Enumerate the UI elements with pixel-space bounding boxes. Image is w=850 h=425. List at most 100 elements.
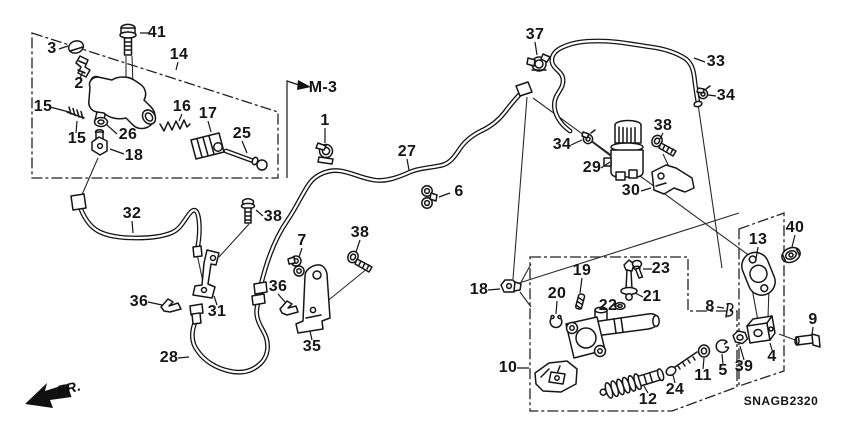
piston-17 [190,132,225,160]
section-ref-leader [286,80,311,178]
part-label-13: 13 [748,231,768,248]
part-label-16: 16 [172,98,192,115]
clamp-34b [696,85,711,100]
part-label-2: 2 [74,75,84,92]
joint-block-4 [746,315,776,344]
part-label-21: 21 [642,288,662,305]
part-label-40: 40 [785,219,805,236]
part-label-9: 9 [808,311,818,328]
front-direction-arrow-icon [25,383,72,408]
clamp-1 [315,142,334,165]
pin-9 [794,333,821,348]
washer-26 [93,116,109,128]
bolt-38c [347,250,373,273]
part-label-7: 7 [297,232,307,249]
fitting-18a [91,129,108,156]
part-label-24: 24 [665,381,685,398]
hose-lower-fitting [251,293,266,306]
bolt-38a [651,134,677,157]
part-label-17: 17 [198,105,218,122]
clip-36b [279,300,299,316]
part-label-11: 11 [694,367,712,384]
clamp-37 [526,53,551,72]
part-label-26: 26 [118,126,138,143]
part-label-31: 31 [207,303,227,320]
cap-3 [67,40,85,54]
push-rod-25 [223,148,268,171]
part-label-18b: 18 [469,281,489,298]
part-label-32: 32 [122,205,142,222]
part-label-34a: 34 [552,136,572,153]
clamp-7 [287,255,305,277]
projection-lines [80,55,796,341]
clip-36a [160,298,182,313]
part-label-14: 14 [169,46,189,63]
part-label-18a: 18 [124,147,144,164]
push-rod-21 [620,259,638,301]
section-ref-m3: M-3 [308,79,338,96]
part-label-36b: 36 [268,278,288,295]
clutch-hose-28 [189,281,270,375]
pipe-end-nut [70,193,87,211]
spring-piston-12 [599,368,665,399]
washer-11 [697,344,711,358]
clamp-6 [421,185,438,209]
part-label-41: 41 [147,24,167,41]
part-label-30: 30 [621,182,641,199]
clip-8 [725,302,734,318]
clutch-pipe-27 [257,81,533,292]
part-label-6: 6 [454,183,464,200]
part-label-38c: 38 [350,224,370,241]
part-label-39: 39 [734,358,754,375]
part-label-19: 19 [572,262,592,279]
bolt-24 [665,351,698,377]
bracket-30 [651,164,695,195]
spring-16 [159,119,191,132]
part-label-38b: 38 [263,208,283,225]
part-label-38a: 38 [653,117,673,134]
grease-packet [534,360,578,393]
clamp-34a [581,129,596,145]
clip-15 [66,106,85,120]
diagram-code: SNAGB2320 [743,394,819,408]
part-label-20: 20 [547,285,567,302]
part-label-1: 1 [320,112,330,129]
part-label-5: 5 [718,362,728,379]
part-label-28: 28 [159,349,179,366]
part-label-29: 29 [582,159,602,176]
part-label-15b: 15 [67,130,87,147]
part-label-25: 25 [232,125,252,142]
snap-ring-5 [715,339,730,354]
clutch-pipe-32 [70,193,203,258]
grommet-40 [781,246,801,264]
part-label-4: 4 [767,348,777,365]
bracket-31 [192,249,220,299]
hose-upper-fitting [189,303,204,316]
pin-19 [574,293,586,310]
part-label-33: 33 [706,53,726,70]
reservoir-hose-33 [549,38,703,134]
bolt-23 [631,259,644,279]
clutch-master-cylinder [565,306,660,359]
fitting-18b [500,279,522,293]
bolt-38b [240,198,256,224]
part-label-35: 35 [302,338,322,355]
leader-lines [49,32,814,394]
part-label-15a: 15 [33,98,53,115]
arrow-right-icon [297,80,311,90]
bolt-41 [119,23,137,56]
part-label-37: 37 [525,26,545,43]
part-label-23: 23 [651,260,671,277]
part-label-12: 12 [638,391,658,408]
pipe-end-fitting [515,81,533,97]
slave-cylinder [88,75,157,130]
part-label-22: 22 [598,297,618,314]
part-label-10: 10 [498,359,518,376]
clip-20 [549,314,563,329]
part-label-3: 3 [47,40,57,57]
bleeder-screw-2 [75,55,91,78]
part-label-34b: 34 [716,87,736,104]
part-label-27: 27 [397,143,417,160]
